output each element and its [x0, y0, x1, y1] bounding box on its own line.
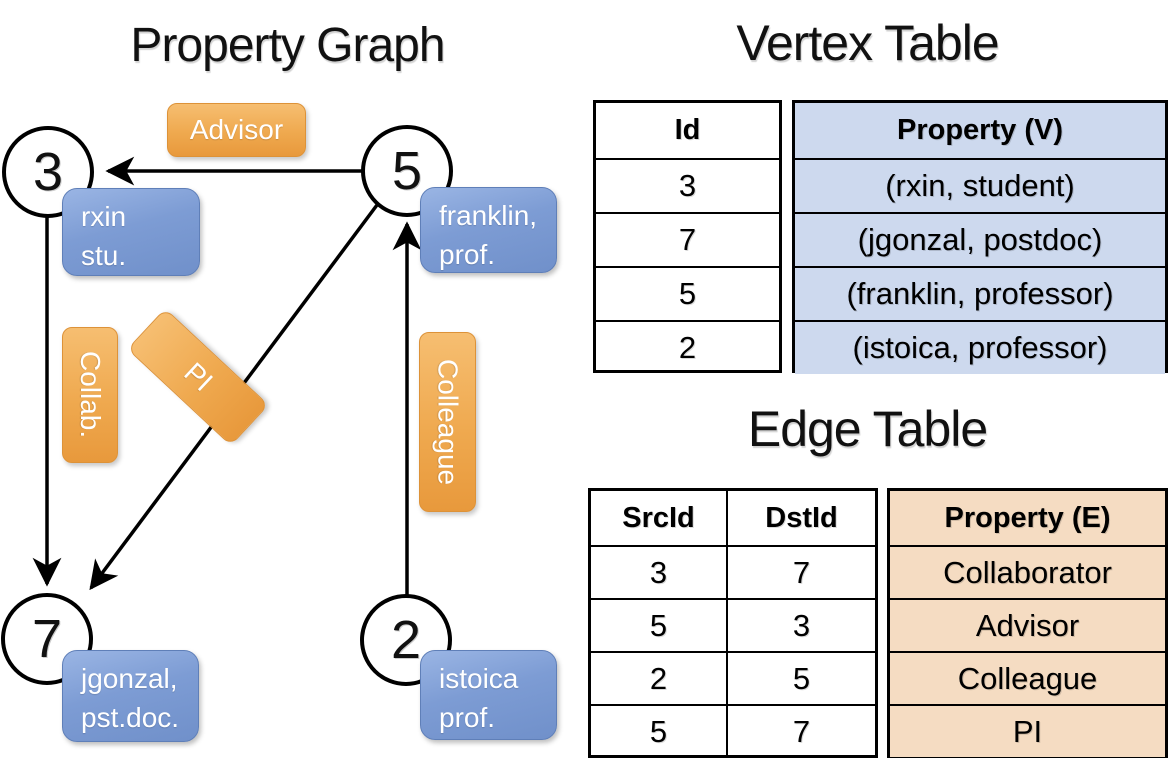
property-line: jgonzal, — [81, 663, 178, 694]
vertex-id: 7 — [31, 609, 63, 669]
table-row: Advisor — [890, 598, 1165, 651]
edge-dstid-cell: 7 — [726, 547, 875, 598]
table-row: (rxin, student) — [795, 158, 1165, 212]
table-row: 2 5 — [591, 651, 875, 704]
property-line: prof. — [439, 239, 496, 270]
vertex-id: 5 — [391, 141, 423, 201]
edge-srcid-cell: 5 — [649, 607, 668, 643]
table-row: 5 7 — [591, 704, 875, 757]
edge-srcid-cell: 2 — [649, 660, 668, 696]
table-row: (jgonzal, postdoc) — [795, 212, 1165, 266]
table-row: PI — [890, 704, 1165, 757]
property-line: stu. — [81, 240, 127, 271]
edge-label-advisor: Advisor — [167, 103, 306, 157]
vertex-property-box-jgonzal: jgonzal, pst.doc. — [62, 650, 199, 742]
table-row: 5 3 — [591, 598, 875, 651]
edge-table-header-srcid: SrcId — [622, 501, 695, 534]
table-row: 7 — [596, 212, 779, 266]
vertex-table-id-column: Id 3 7 5 2 — [593, 100, 782, 373]
edge-srcid-cell: 5 — [649, 713, 668, 749]
edge-table-title: Edge Table — [747, 401, 988, 457]
edge-label-collab: Collab. — [62, 327, 118, 463]
edge-property-cell: Colleague — [957, 660, 1098, 696]
vertex-property-box-istoica: istoica prof. — [420, 650, 557, 740]
property-line: prof. — [439, 702, 496, 733]
table-row: 3 — [596, 158, 779, 212]
edge-srcid-cell: 3 — [649, 554, 668, 590]
vertex-property-cell: (franklin, professor) — [846, 276, 1114, 311]
table-row: (istoica, professor) — [795, 320, 1165, 374]
table-row: (franklin, professor) — [795, 266, 1165, 320]
edge-label-colleague: Colleague — [419, 332, 476, 512]
vertex-property-cell: (rxin, student) — [885, 168, 1075, 203]
edge-dstid-cell: 7 — [726, 706, 875, 757]
property-line: rxin — [81, 201, 127, 232]
table-row: Collaborator — [890, 545, 1165, 598]
vertex-table-header-id: Id — [674, 114, 701, 146]
property-line: istoica — [439, 663, 519, 694]
vertex-table-header-property: Property (V) — [897, 114, 1063, 146]
property-graph-title: Property Graph — [130, 19, 445, 72]
edge-dstid-cell: 5 — [726, 653, 875, 704]
vertex-property-cell: (istoica, professor) — [852, 330, 1108, 365]
property-line: pst.doc. — [81, 702, 180, 733]
edge-property-cell: Advisor — [975, 607, 1080, 643]
edge-property-cell: Collaborator — [943, 554, 1112, 590]
vertex-id-cell: 3 — [678, 168, 697, 203]
edge-table-header-dstid: DstId — [726, 491, 875, 545]
vertex-id-cell: 7 — [678, 222, 697, 257]
vertex-table-title: Vertex Table — [736, 15, 999, 71]
table-row: Colleague — [890, 651, 1165, 704]
vertex-node-2: 2 — [360, 594, 452, 686]
edge-dstid-cell: 3 — [726, 600, 875, 651]
vertex-table-property-column: Property (V) (rxin, student) (jgonzal, p… — [792, 100, 1168, 374]
vertex-property-box-rxin: rxin stu. — [62, 188, 200, 276]
edge-table-header-property: Property (E) — [944, 501, 1111, 534]
vertex-id-cell: 2 — [678, 330, 697, 365]
property-line: franklin, — [439, 200, 538, 231]
edge-table-property-column: Property (E) Collaborator Advisor Collea… — [887, 488, 1168, 758]
vertex-id: 2 — [390, 610, 422, 670]
vertex-property-box-franklin: franklin, prof. — [420, 187, 557, 273]
vertex-id: 3 — [32, 142, 64, 202]
table-row: 2 — [596, 320, 779, 374]
table-row: 3 7 — [591, 545, 875, 598]
vertex-node-5: 5 — [361, 125, 453, 217]
edge-property-cell: PI — [1012, 713, 1043, 749]
vertex-property-cell: (jgonzal, postdoc) — [857, 222, 1103, 257]
edge-table-id-columns: SrcId DstId 3 7 5 3 2 5 5 7 — [588, 488, 878, 758]
vertex-id-cell: 5 — [678, 276, 697, 311]
table-row: 5 — [596, 266, 779, 320]
